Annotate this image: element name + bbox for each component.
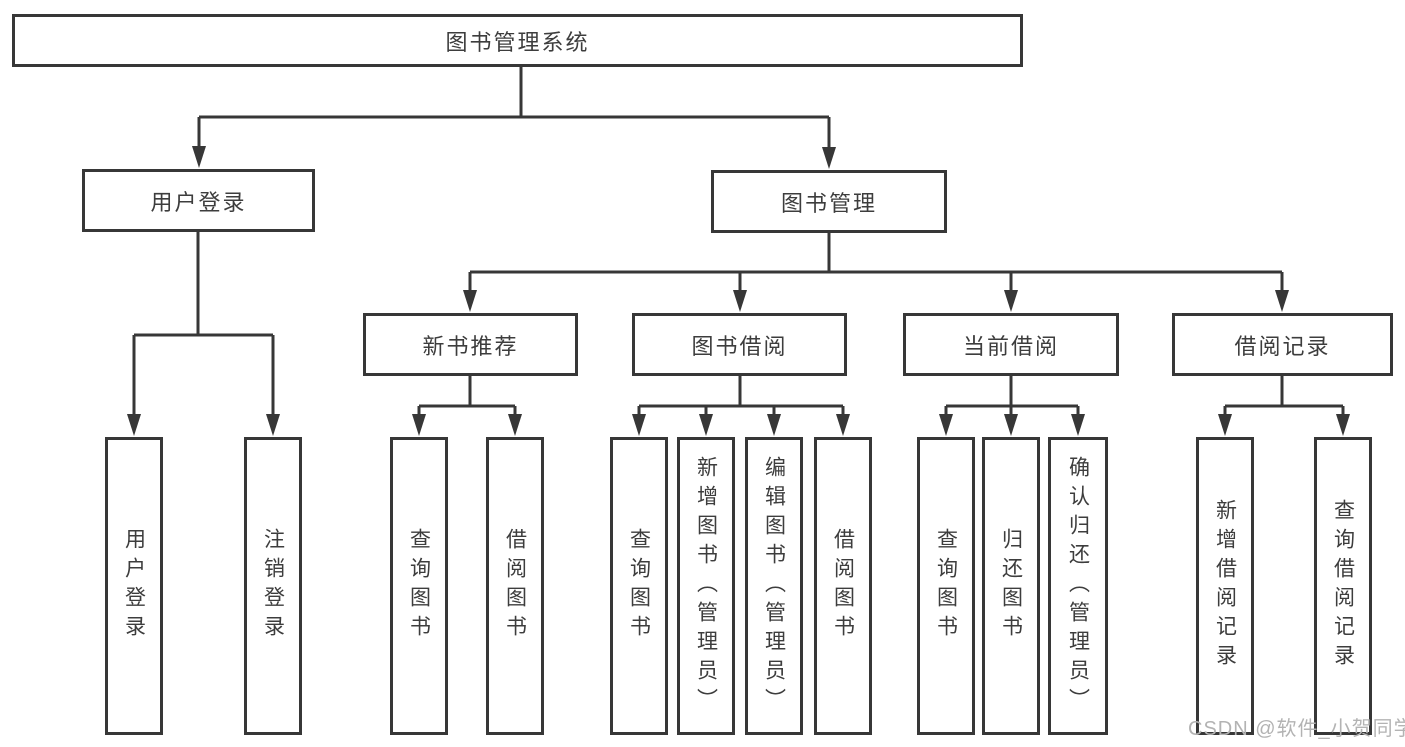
- node-root: 图书管理系统: [12, 14, 1023, 67]
- leaf-borrow-books: 借阅图书: [814, 437, 872, 735]
- leaf-edit-books-admin: 编辑图书（管理员）: [745, 437, 803, 735]
- leaf-edit-books-admin-label: 编辑图书（管理员）: [762, 455, 786, 717]
- node-book-borrow-label: 图书借阅: [691, 333, 788, 359]
- leaf-user-login: 用户登录: [105, 437, 163, 735]
- node-root-label: 图书管理系统: [445, 29, 590, 55]
- leaf-return-books: 归还图书: [982, 437, 1040, 735]
- leaf-query-borrow-record-label: 查询借阅记录: [1331, 499, 1355, 673]
- node-book-management: 图书管理: [711, 170, 947, 233]
- node-borrow-records-label: 借阅记录: [1234, 333, 1331, 359]
- leaf-query-borrow-record: 查询借阅记录: [1314, 437, 1372, 735]
- node-book-management-label: 图书管理: [780, 190, 877, 216]
- node-current-borrow-label: 当前借阅: [962, 333, 1059, 359]
- leaf-query-books: 查询图书: [610, 437, 668, 735]
- leaf-borrow-books: 借阅图书: [486, 437, 544, 735]
- node-new-book-recommend-label: 新书推荐: [422, 333, 519, 359]
- leaf-query-books: 查询图书: [390, 437, 448, 735]
- leaf-add-borrow-record-label: 新增借阅记录: [1213, 499, 1237, 673]
- leaf-query-books-label: 查询图书: [407, 528, 431, 644]
- edges-book-borrow: [632, 376, 850, 436]
- leaf-add-books-admin-label: 新增图书（管理员）: [694, 455, 718, 717]
- leaf-user-login-label: 用户登录: [122, 528, 146, 644]
- leaf-borrow-books-label: 借阅图书: [831, 528, 855, 644]
- leaf-add-borrow-record: 新增借阅记录: [1196, 437, 1254, 735]
- node-new-book-recommend: 新书推荐: [363, 313, 578, 376]
- edges-book-management: [463, 233, 1289, 312]
- leaf-query-books-label: 查询图书: [627, 528, 651, 644]
- leaf-add-books-admin: 新增图书（管理员）: [677, 437, 735, 735]
- leaf-logout-login-label: 注销登录: [261, 528, 285, 644]
- node-borrow-records: 借阅记录: [1172, 313, 1393, 376]
- csdn-watermark: CSDN @软件_小贺同学: [1188, 718, 1405, 740]
- edges-root-to-level1: [192, 66, 836, 169]
- node-book-borrow: 图书借阅: [632, 313, 847, 376]
- leaf-borrow-books-label: 借阅图书: [503, 528, 527, 644]
- edges-current-borrow: [939, 376, 1085, 436]
- edges-borrow-records: [1218, 376, 1350, 436]
- leaf-query-books: 查询图书: [917, 437, 975, 735]
- leaf-logout-login: 注销登录: [244, 437, 302, 735]
- edges-new-book-recommend: [412, 376, 522, 436]
- leaf-confirm-return-admin-label: 确认归还（管理员）: [1066, 455, 1090, 717]
- node-user-login: 用户登录: [82, 169, 315, 232]
- node-current-borrow: 当前借阅: [903, 313, 1119, 376]
- leaf-confirm-return-admin: 确认归还（管理员）: [1048, 437, 1108, 735]
- node-user-login-label: 用户登录: [150, 189, 247, 215]
- leaf-query-books-label: 查询图书: [934, 528, 958, 644]
- leaf-return-books-label: 归还图书: [999, 528, 1023, 644]
- edges-user-login: [127, 232, 280, 436]
